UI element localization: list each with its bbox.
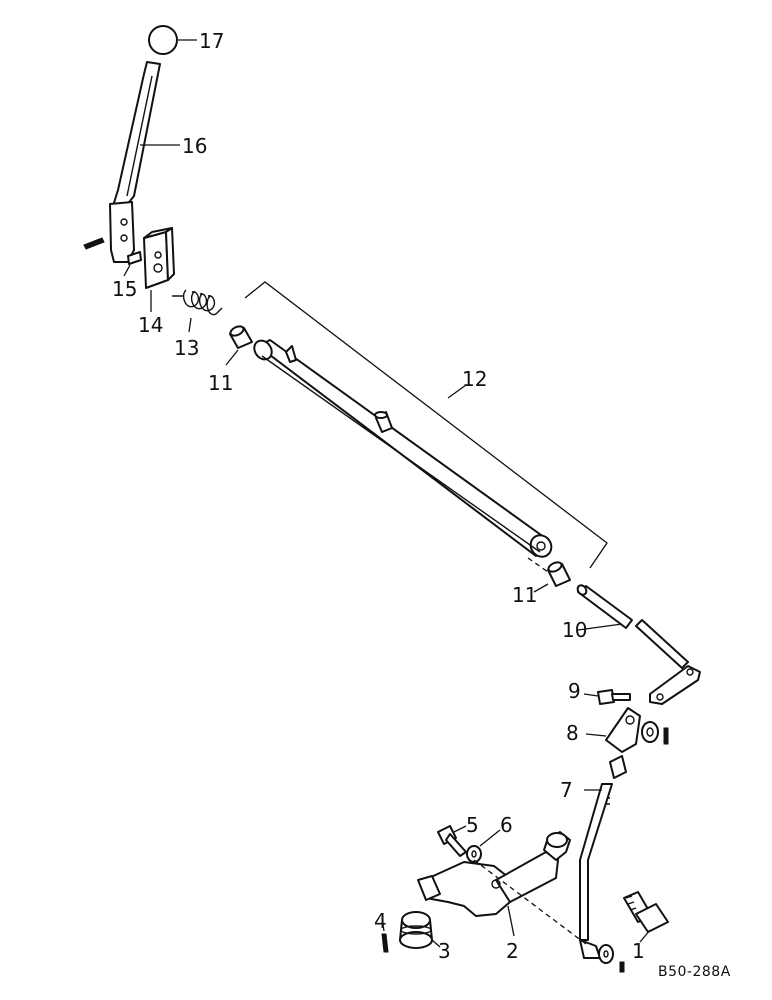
swivel-cotter-pin	[663, 727, 669, 745]
part-13-spring	[172, 289, 223, 316]
callout-3: 3	[438, 939, 451, 963]
part-7-link-rod	[579, 783, 613, 959]
part-12-bracket	[244, 281, 608, 569]
callout-10: 10	[562, 618, 587, 642]
part-10-rod	[576, 584, 701, 705]
part-11-bushing-upper	[229, 325, 253, 349]
callout-6: 6	[500, 813, 513, 837]
rod-end-cotter-pin	[619, 961, 625, 973]
callout-11-upper: 11	[208, 371, 233, 395]
callout-13: 13	[174, 336, 199, 360]
swivel-washer	[641, 721, 659, 743]
part-3-grommet	[399, 911, 433, 949]
callout-9: 9	[568, 679, 581, 703]
part-2-bell-crank	[417, 831, 571, 917]
shift-rail	[253, 339, 553, 558]
callout-2: 2	[506, 939, 519, 963]
part-17-knob	[148, 25, 178, 55]
part-5-bolt	[437, 825, 467, 857]
callout-17: 17	[199, 29, 224, 53]
callout-8: 8	[566, 721, 579, 745]
callout-16: 16	[182, 134, 207, 158]
part-14-block	[143, 227, 175, 289]
part-6-washer	[466, 845, 482, 863]
part-16-shift-lever	[109, 61, 161, 263]
callout-12: 12	[462, 367, 487, 391]
callout-4: 4	[374, 909, 387, 933]
callout-5: 5	[466, 813, 479, 837]
drawing-reference: B50-288A	[658, 964, 731, 980]
callout-1: 1	[632, 939, 645, 963]
part-8-swivel	[605, 707, 641, 779]
rod-end-washer	[598, 944, 614, 964]
part-11-bushing-lower	[547, 561, 571, 587]
lever-pin	[83, 237, 105, 250]
callout-15: 15	[112, 277, 137, 301]
part-15-pin	[127, 251, 142, 265]
callout-7: 7	[560, 778, 573, 802]
part-9-bolt	[597, 689, 631, 705]
callout-14: 14	[138, 313, 163, 337]
part-1-bolt	[623, 891, 669, 933]
part-4-pin	[381, 933, 389, 953]
callout-11-lower: 11	[512, 583, 537, 607]
